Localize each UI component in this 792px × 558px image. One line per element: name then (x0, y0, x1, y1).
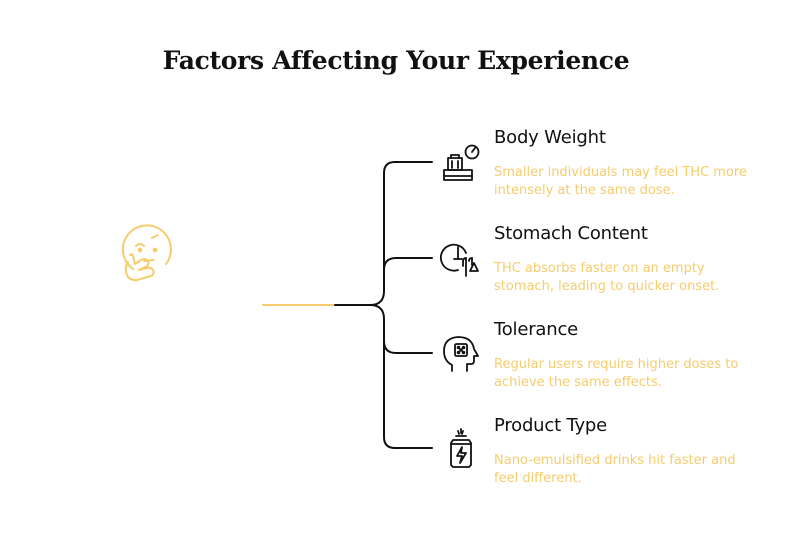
branch-top (369, 161, 433, 306)
head-dice-icon (443, 336, 479, 372)
stomach-cutlery-icon (440, 243, 479, 277)
factor-title-body-weight: Body Weight (494, 127, 606, 148)
branch-tolerance (383, 340, 433, 354)
weight-scale-icon (443, 144, 480, 181)
factor-title-product-type: Product Type (494, 415, 608, 436)
factor-desc-product-type: Nano-emulsified drinks hit faster and fe… (494, 453, 736, 486)
factor-title-stomach-content: Stomach Content (494, 223, 648, 244)
branch-bottom (369, 304, 433, 449)
drink-can-icon (450, 428, 472, 468)
factor-desc-tolerance: Regular users require higher doses to ac… (494, 357, 739, 390)
page-title: Factors Affecting Your Experience (162, 46, 630, 75)
connector-lines (262, 161, 433, 449)
thinking-face-icon (121, 224, 172, 282)
branch-stomach (383, 257, 433, 271)
factor-desc-body-weight: Smaller individuals may feel THC more in… (494, 165, 747, 198)
factor-title-tolerance: Tolerance (494, 319, 579, 340)
factor-desc-stomach-content: THC absorbs faster on an empty stomach, … (494, 261, 720, 294)
